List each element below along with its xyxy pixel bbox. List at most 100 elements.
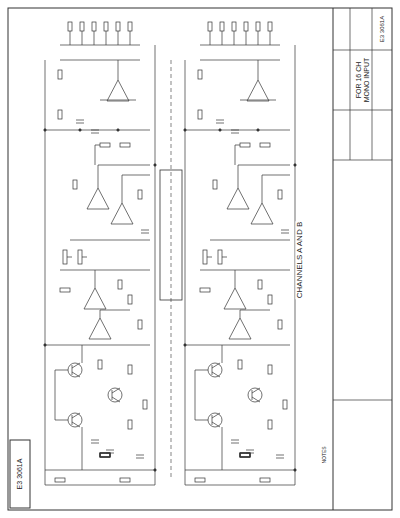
wire [210, 240, 290, 241]
resistor-symbol [100, 143, 110, 147]
wire [258, 31, 259, 45]
transistor-symbol [68, 413, 82, 427]
rotated-text: E3 3061A [16, 459, 24, 490]
resistor-symbol [128, 365, 132, 374]
resistor-symbol [240, 453, 250, 457]
opamp-symbol [107, 80, 129, 101]
resistor-symbol [128, 420, 132, 429]
resistor-symbol [128, 295, 132, 304]
resistor-symbol [260, 143, 270, 147]
resistor-symbol [240, 453, 250, 457]
sheet-border [8, 8, 392, 510]
transistor-lead [72, 363, 80, 368]
transistor-lead [212, 422, 220, 427]
junction-dot [219, 129, 221, 131]
opamp-symbol [247, 80, 269, 101]
resistor-symbol [208, 22, 212, 31]
title-block-cell: E3 3061A [372, 8, 392, 50]
wiper [222, 257, 227, 258]
wire [118, 31, 119, 45]
wire [200, 45, 280, 46]
junction-dot [79, 129, 81, 131]
resistor-symbol [100, 453, 110, 457]
wire [45, 485, 155, 486]
resistor-symbol [240, 143, 250, 147]
resistor-symbol [268, 295, 272, 304]
wire [185, 60, 186, 485]
wire [70, 240, 150, 241]
wire [258, 60, 259, 80]
capacitor-symbol [141, 230, 149, 233]
opamp-symbol [87, 188, 109, 209]
wire [222, 31, 223, 45]
resistor-symbol [100, 453, 110, 457]
opamp-symbol [227, 188, 249, 209]
resistor-symbol [78, 250, 82, 264]
drawing-number-box [10, 440, 30, 508]
wire [122, 175, 150, 203]
capacitor-symbol [91, 130, 99, 133]
resistor-symbol [73, 180, 77, 189]
resistor-symbol [128, 22, 132, 31]
wire [82, 345, 83, 363]
resistor-symbol [68, 22, 72, 31]
title-text: E3 3061A [379, 16, 386, 42]
wire [200, 270, 290, 271]
resistor-symbol [100, 453, 110, 457]
junction-dot [184, 129, 186, 131]
wire [222, 345, 223, 363]
capacitor-symbol [231, 440, 239, 443]
resistor-symbol [278, 320, 282, 329]
wiper [207, 257, 212, 258]
transistor-lead [72, 413, 80, 418]
wire [130, 31, 131, 45]
resistor-symbol [218, 250, 222, 264]
title-block-rule [372, 8, 373, 160]
wiper [82, 257, 87, 258]
transistor-symbol [68, 363, 82, 377]
wire [95, 145, 100, 165]
resistor-symbol [120, 478, 130, 482]
opamp-symbol [111, 203, 133, 224]
title-block-rule [333, 110, 392, 111]
wire [106, 31, 107, 45]
wire [70, 31, 71, 45]
resistor-symbol [60, 288, 70, 292]
wire [100, 310, 130, 318]
resistor-symbol [220, 22, 224, 31]
transistor-lead [112, 388, 120, 393]
junction-dot [257, 129, 259, 131]
wire [210, 31, 211, 45]
wire [262, 175, 290, 203]
wire [82, 427, 83, 470]
wire [195, 370, 208, 420]
resistor-symbol [278, 190, 282, 199]
junction-dot [184, 344, 186, 346]
capacitor-symbol [91, 440, 99, 443]
title-block-rule [333, 160, 392, 161]
transistor-lead [212, 363, 220, 368]
title-block-cell: E3 3061A [10, 440, 30, 508]
notes-heading: NOTES [322, 445, 328, 464]
wire [45, 130, 150, 131]
resistor-symbol [138, 320, 142, 329]
wire [45, 60, 46, 485]
title-block-cell: FOR 16 CHMONO INPUT [333, 50, 392, 110]
resistor-symbol [63, 250, 67, 264]
transistor-symbol [208, 363, 222, 377]
wire [60, 45, 140, 46]
resistor-symbol [268, 22, 272, 31]
resistor-symbol [58, 110, 62, 119]
opamp-symbol [89, 318, 111, 339]
capacitor-symbol [136, 455, 144, 458]
junction-dot [44, 344, 46, 346]
wire [234, 31, 235, 45]
sheet-heading: CHANNELS A AND B [295, 221, 304, 299]
resistor-symbol [240, 453, 250, 457]
capacitor-symbol [106, 450, 114, 453]
resistor-symbol [200, 288, 210, 292]
resistor-symbol [92, 22, 96, 31]
title-text: E3 3061A [16, 459, 24, 490]
